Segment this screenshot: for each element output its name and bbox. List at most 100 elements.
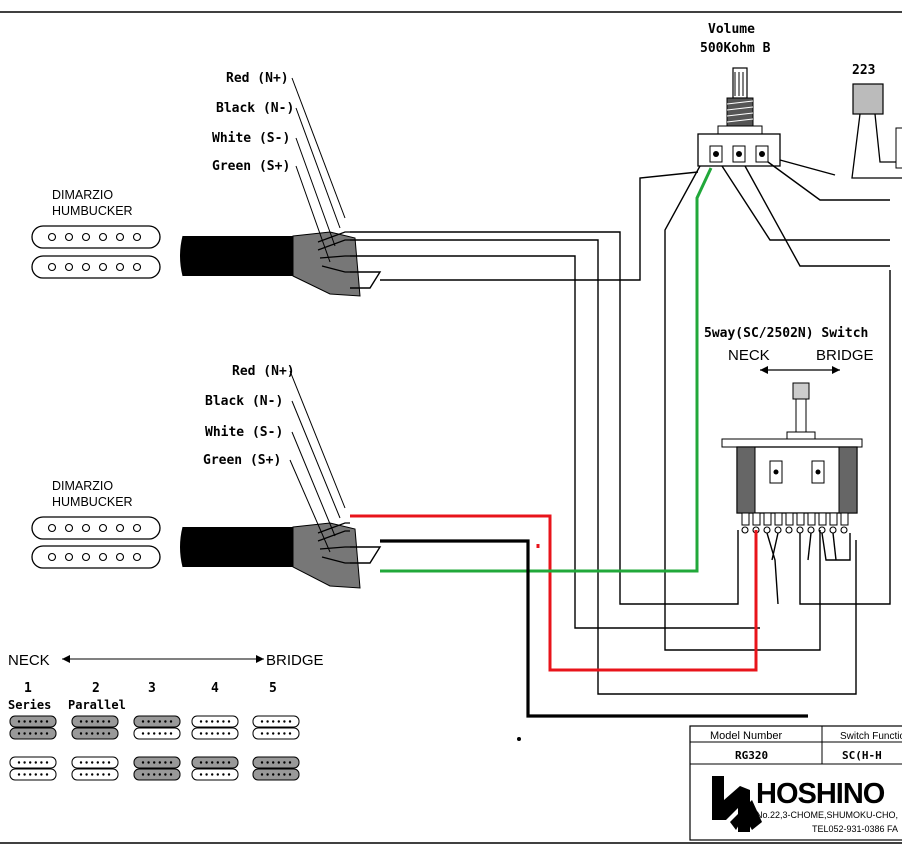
pole-dot [147, 773, 150, 776]
pole-dot [158, 761, 161, 764]
pole-dot [199, 720, 203, 723]
pole-dot [211, 720, 214, 723]
pole-dot [272, 761, 275, 764]
pole-dot [277, 761, 280, 764]
p1-neck-b [9, 727, 57, 740]
pole-dot [272, 720, 275, 723]
pole-dot [216, 720, 219, 723]
switch-bridge-label: BRIDGE [816, 347, 874, 364]
pole-dot [283, 773, 286, 776]
pole-dot [107, 732, 111, 735]
top-pickup-shield [292, 231, 361, 297]
pole-dot [288, 761, 292, 764]
pole-dot [147, 720, 150, 723]
pole-dot [79, 732, 83, 735]
pole-dot [23, 720, 26, 723]
pole-dot [23, 773, 26, 776]
top-pickup-poles [47, 232, 142, 272]
pole-dot [45, 773, 49, 776]
pole-dot [277, 732, 280, 735]
pole-dot [205, 773, 208, 776]
pole-dot [85, 720, 88, 723]
capacitor-label: 223 [852, 63, 875, 78]
company-name: HOSHINO [756, 778, 885, 810]
capacitor-body [852, 83, 884, 115]
switch-lugs [741, 512, 849, 526]
green-wire [380, 167, 713, 573]
bottom-wire-black-label: Black (N-) [205, 394, 283, 409]
pole-dot [153, 761, 156, 764]
pole-dot [29, 761, 32, 764]
ground-wire [380, 539, 808, 718]
pole-dot [227, 732, 231, 735]
top-wire-green-label: Green (S+) [212, 159, 290, 174]
pole-dot [29, 732, 32, 735]
switch-title: 5way(SC/2502N) Switch [704, 326, 868, 341]
pole-dot [277, 773, 280, 776]
pole-dot [45, 732, 49, 735]
top-pickup-type: HUMBUCKER [52, 204, 133, 218]
pole-dot [91, 773, 94, 776]
switch-function-header: Switch Function [840, 731, 902, 742]
pole-dot [272, 773, 275, 776]
pole-dot [34, 720, 37, 723]
pole-dot [211, 773, 214, 776]
positions-neck: NECK [8, 652, 50, 669]
pole-dot [211, 732, 214, 735]
pole-dot [34, 732, 37, 735]
model-number: RG320 [735, 749, 768, 762]
pole-dot [288, 720, 292, 723]
pole-dot [40, 761, 43, 764]
pole-dot [205, 732, 208, 735]
pole-dot [227, 761, 231, 764]
pole-dot [40, 773, 43, 776]
pole-dot [17, 761, 21, 764]
model-number-header: Model Number [710, 730, 782, 742]
pole-dot [288, 773, 292, 776]
pole-dot [85, 761, 88, 764]
position-2-name: Parallel [68, 698, 126, 712]
company-address: No.22,3-CHOME,SHUMOKU-CHO, [756, 810, 898, 820]
pole-dot [164, 720, 167, 723]
pole-dot [45, 761, 49, 764]
pole-dot [141, 761, 145, 764]
five-way-switch: 5way(SC/2502N) Switch NECK BRIDGE [704, 326, 874, 534]
pole-dot [23, 761, 26, 764]
pole-dot [158, 773, 161, 776]
pole-dot [102, 761, 105, 764]
title-block: Model Number Switch Function RG320 SC(H-… [689, 725, 902, 841]
volume-pot: Volume 500Kohm B [697, 22, 781, 167]
pole-dot [266, 761, 269, 764]
position-3: 3 [148, 681, 156, 696]
pole-dot [96, 773, 100, 776]
bottom-pickup: DIMARZIO HUMBUCKER Red (N+) Black (N-) W… [31, 364, 361, 589]
pole-dot [222, 773, 225, 776]
pole-dot [96, 720, 100, 723]
bottom-wire-green-label: Green (S+) [203, 453, 281, 468]
pole-dot [199, 732, 203, 735]
pole-dot [260, 720, 264, 723]
pole-dot [260, 761, 264, 764]
bottom-pickup-shield [292, 522, 361, 589]
pole-dot [17, 773, 21, 776]
pole-dot [17, 732, 21, 735]
position-1: 1 [24, 681, 32, 696]
top-pickup: DIMARZIO HUMBUCKER Red (N+) Black [31, 71, 361, 297]
pole-dot [164, 761, 167, 764]
pole-dot [85, 732, 88, 735]
pole-dot [141, 732, 145, 735]
switch-neck-label: NECK [728, 347, 770, 364]
bottom-pickup-cable [183, 527, 293, 567]
switch-lever-tip [792, 382, 810, 400]
hoshino-logo-icon [712, 776, 762, 832]
pole-dot [277, 720, 280, 723]
black-wires [350, 159, 891, 695]
position-chart: NECK BRIDGE 1 2 3 4 5 Series Parallel [8, 652, 324, 781]
bottom-wire-red-label: Red (N+) [232, 364, 295, 379]
pole-dot [102, 720, 105, 723]
top-wire-white-label: White (S-) [212, 131, 290, 146]
bottom-wire-white-label: White (S-) [205, 425, 283, 440]
pole-dot [153, 720, 156, 723]
pole-dot [102, 773, 105, 776]
pole-dot [23, 732, 26, 735]
